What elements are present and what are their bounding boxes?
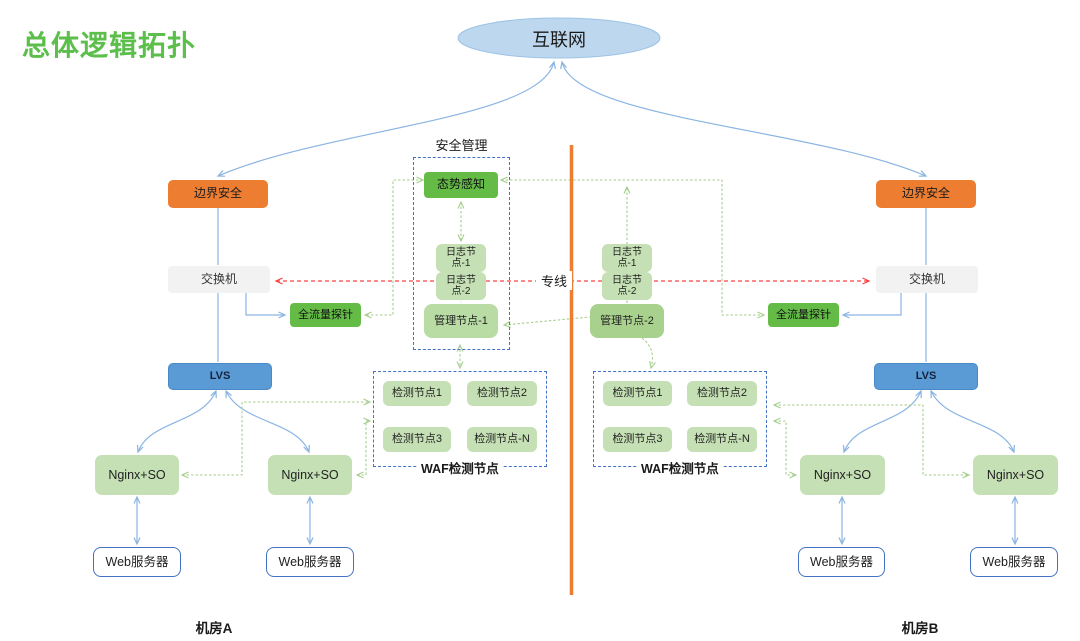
waf-label-b: WAF检测节点: [638, 458, 722, 477]
node-web-server-a2: Web服务器: [266, 547, 354, 577]
node-nginx-b2: Nginx+SO: [973, 455, 1058, 495]
node-detect-3-a: 检测节点3: [383, 427, 451, 452]
node-log-node-2-b: 日志节 点-2: [602, 272, 652, 300]
log-node-line: 点-2: [617, 286, 637, 297]
node-detect-2-b: 检测节点2: [687, 381, 757, 406]
node-nginx-a1: Nginx+SO: [95, 455, 179, 495]
node-log-node-1-a: 日志节 点-1: [436, 244, 486, 272]
node-nginx-a2: Nginx+SO: [268, 455, 352, 495]
node-web-server-a1: Web服务器: [93, 547, 181, 577]
zone-a-label: 机房A: [195, 621, 233, 636]
node-log-node-1-b: 日志节 点-1: [602, 244, 652, 272]
zone-b-label: 机房B: [901, 621, 939, 636]
log-node-line: 日志节: [612, 274, 642, 286]
node-web-server-b2: Web服务器: [970, 547, 1058, 577]
node-detect-3-b: 检测节点3: [603, 427, 672, 452]
log-node-line: 点-1: [617, 258, 637, 269]
node-border-security-a: 边界安全: [168, 180, 268, 208]
log-node-line: 日志节: [446, 246, 476, 258]
node-traffic-probe-b: 全流量探针: [768, 303, 839, 327]
node-detect-n-b: 检测节点-N: [687, 427, 757, 452]
node-nginx-b1: Nginx+SO: [800, 455, 885, 495]
security-mgmt-title: 安全管理: [435, 138, 488, 153]
internet-cloud: [457, 17, 661, 59]
node-switch-b: 交换机: [876, 266, 978, 293]
page-title: 总体逻辑拓扑: [22, 30, 197, 61]
node-detect-1-a: 检测节点1: [383, 381, 451, 406]
node-mgmt-node-1: 管理节点-1: [424, 304, 498, 338]
log-node-line: 日志节: [446, 274, 476, 286]
dedicated-line-label: 专线: [536, 271, 572, 290]
node-detect-n-a: 检测节点-N: [467, 427, 537, 452]
log-node-line: 日志节: [612, 246, 642, 258]
node-situational-awareness: 态势感知: [424, 172, 498, 198]
log-node-line: 点-2: [451, 286, 471, 297]
security-mgmt-box: [413, 157, 510, 350]
node-lvs-b: LVS: [874, 363, 978, 390]
node-detect-1-b: 检测节点1: [603, 381, 672, 406]
node-log-node-2-a: 日志节 点-2: [436, 272, 486, 300]
node-mgmt-node-2: 管理节点-2: [590, 304, 664, 338]
node-traffic-probe-a: 全流量探针: [290, 303, 361, 327]
node-switch-a: 交换机: [168, 266, 270, 293]
node-web-server-b1: Web服务器: [798, 547, 885, 577]
internet-label: 互联网: [532, 30, 586, 51]
node-detect-2-a: 检测节点2: [467, 381, 537, 406]
node-border-security-b: 边界安全: [876, 180, 976, 208]
log-node-line: 点-1: [451, 258, 471, 269]
waf-label-a: WAF检测节点: [418, 458, 502, 477]
node-lvs-a: LVS: [168, 363, 272, 390]
